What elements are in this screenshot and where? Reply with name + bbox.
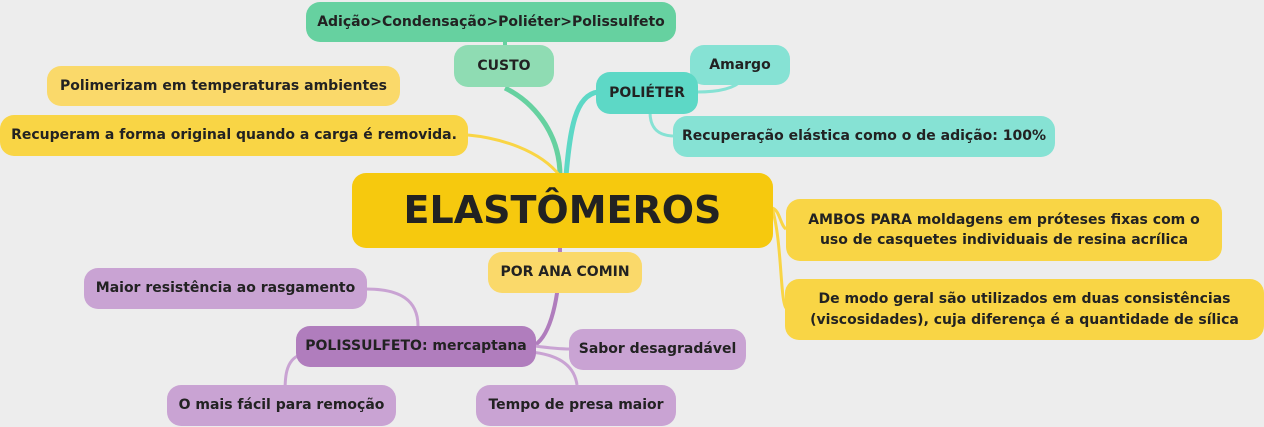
polissulfeto-node[interactable]: POLISSULFETO: mercaptana [296, 326, 536, 367]
ambos-node[interactable]: AMBOS PARA moldagens em próteses fixas c… [786, 199, 1222, 261]
custo-child-node[interactable]: Adição>Condensação>Poliéter>Polissulfeto [306, 2, 676, 42]
de-modo-line1: De modo geral são utilizados em duas con… [818, 291, 1231, 308]
maior-resistencia-node[interactable]: Maior resistência ao rasgamento [84, 268, 367, 309]
ambos-line1: AMBOS PARA moldagens em próteses fixas c… [808, 211, 1200, 228]
de-modo-line2: (viscosidades), cuja diferença é a quant… [810, 311, 1239, 328]
connector-polieter [563, 89, 599, 177]
sabor-node[interactable]: Sabor desagradável [569, 329, 746, 370]
connector-maior-resistencia [365, 287, 420, 327]
connector-sabor [534, 344, 571, 351]
de-modo-geral-node[interactable]: De modo geral são utilizados em duas con… [785, 279, 1264, 340]
ambos-line2: uso de casquetes individuais de resina a… [819, 232, 1189, 248]
recuperam-forma-node[interactable]: Recuperam a forma original quando a carg… [0, 115, 468, 156]
author-node[interactable]: POR ANA COMIN [488, 252, 642, 293]
custo-node[interactable]: CUSTO [454, 45, 554, 87]
root-node[interactable]: ELASTÔMEROS [352, 173, 773, 248]
connector-tempo [529, 350, 579, 386]
connector-recuperacao [648, 111, 676, 138]
connector-recuperam [467, 133, 562, 177]
polieter-node[interactable]: POLIÉTER [596, 72, 698, 114]
tempo-presa-node[interactable]: Tempo de presa maior [476, 385, 676, 426]
polimerizam-node[interactable]: Polimerizam em temperaturas ambientes [47, 66, 400, 106]
facil-remocao-node[interactable]: O mais fácil para remoção [167, 385, 396, 426]
recuperacao-elastica-node[interactable]: Recuperação elástica como o de adição: 1… [673, 116, 1055, 157]
connector-custo [503, 85, 563, 177]
amargo-node[interactable]: Amargo [690, 45, 790, 85]
connector-de-modo [770, 207, 788, 309]
